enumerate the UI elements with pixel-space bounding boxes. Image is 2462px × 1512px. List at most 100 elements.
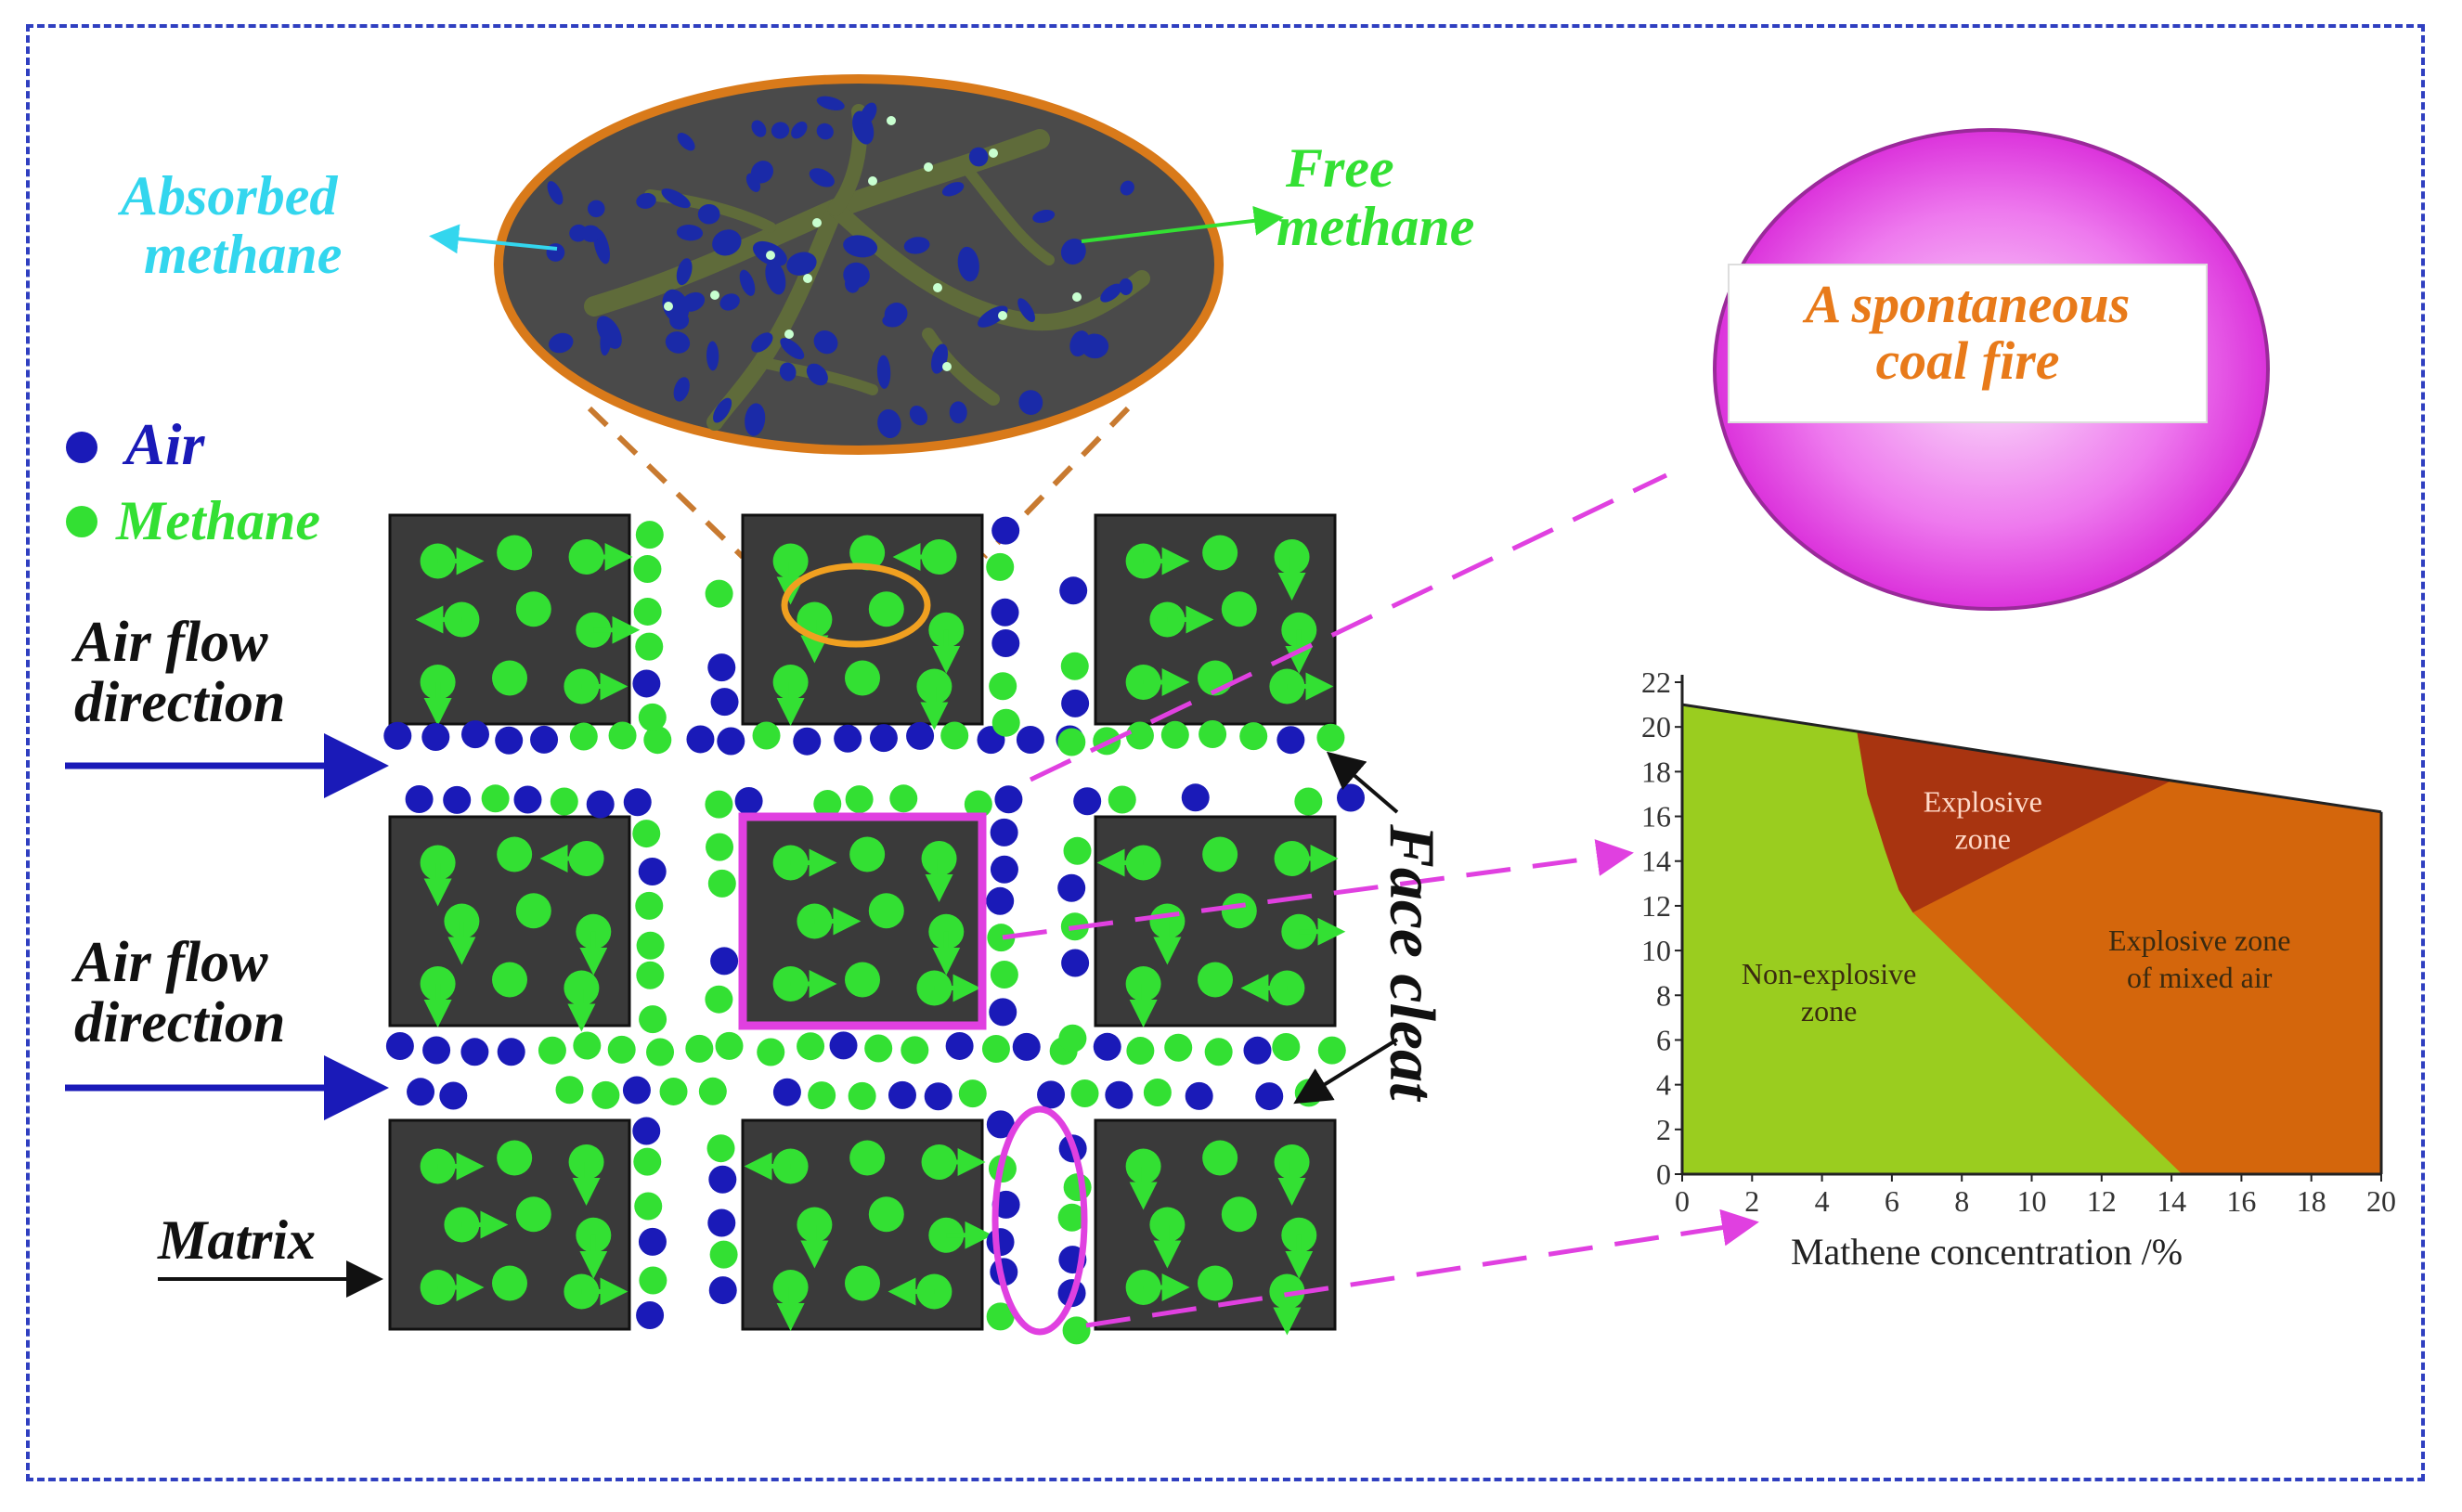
air-molecule <box>586 790 615 819</box>
methane-molecule <box>1126 1037 1155 1066</box>
methane-molecule <box>1294 787 1323 816</box>
legend-air-label: Air <box>125 411 205 477</box>
absorbed-arrow <box>429 224 558 254</box>
methane-molecule <box>1221 893 1257 929</box>
absorbed-methane-blob <box>739 269 756 296</box>
methane-molecule <box>1198 962 1233 998</box>
methane-molecule <box>659 1077 688 1105</box>
y-tick-label: 20 <box>1641 710 1671 743</box>
methane-molecule <box>940 721 969 750</box>
y-tick-label: 6 <box>1656 1023 1671 1056</box>
x-tick-label: 6 <box>1885 1184 1899 1218</box>
free-methane-dot <box>933 283 942 292</box>
methane-molecule <box>1202 836 1238 872</box>
absorbed-methane-blob <box>1018 390 1043 415</box>
methane-molecule <box>550 787 578 816</box>
air-molecule <box>1012 1032 1041 1061</box>
air-molecule <box>710 947 739 976</box>
region-label-line: of mixed air <box>2127 961 2273 994</box>
methane-molecule <box>1060 652 1089 680</box>
methane-molecule <box>986 1302 1015 1331</box>
air-molecule <box>513 785 542 814</box>
air-molecule <box>986 886 1015 915</box>
methane-molecule <box>607 1035 636 1064</box>
free-methane-dot <box>998 311 1007 320</box>
air-molecule <box>495 726 524 755</box>
methane-molecule <box>1063 836 1092 865</box>
methane-molecule <box>901 1036 929 1065</box>
methane-molecule <box>813 790 842 819</box>
air-molecule <box>1061 949 1090 977</box>
upper-boundary-line <box>1681 703 2382 814</box>
methane-molecule <box>707 869 736 898</box>
air-molecule <box>1093 1032 1121 1061</box>
methane-molecule <box>1058 1024 1087 1053</box>
absorbed-methane-blob <box>941 182 965 197</box>
x-tick-label: 14 <box>2157 1184 2186 1218</box>
absorbed-methane-blob <box>843 235 878 258</box>
leader-to-chart-lower <box>1085 1208 1759 1328</box>
methane-molecule <box>636 931 665 960</box>
air-molecule <box>1061 689 1090 717</box>
air-molecule <box>734 786 763 815</box>
methane-molecule <box>635 521 664 549</box>
methane-molecule <box>632 820 661 848</box>
air-molecule <box>990 818 1018 846</box>
air-molecule <box>1336 783 1365 812</box>
methane-molecule <box>515 591 551 627</box>
cleat-particles <box>383 516 1365 1345</box>
absorbed-methane-blob <box>547 181 564 205</box>
airflow2-line2: direction <box>74 991 286 1055</box>
methane-molecule <box>705 790 733 819</box>
methane-molecule <box>1316 723 1345 752</box>
absorbed-methane-blob <box>765 260 786 295</box>
absorbed-methane-blob <box>596 316 622 349</box>
methane-molecule <box>1160 720 1189 749</box>
absorbed-methane-blob <box>665 331 691 354</box>
absorbed-methane-blob <box>706 341 719 371</box>
air-molecule <box>924 1082 952 1111</box>
methane-molecule <box>1108 785 1136 814</box>
highlight-magenta-ellipse <box>991 1105 1088 1336</box>
air-molecule <box>991 516 1020 545</box>
air-molecule <box>906 721 935 750</box>
absorbed-methane-blob <box>1060 239 1086 265</box>
x-tick-label: 4 <box>1815 1184 1830 1218</box>
methane-molecule <box>1125 721 1154 750</box>
air-molecule <box>530 725 559 754</box>
absorbed-methane-blob <box>1120 180 1134 196</box>
absorbed-methane-blob <box>884 303 908 326</box>
x-tick-label: 16 <box>2226 1184 2256 1218</box>
methane-molecule <box>991 708 1020 737</box>
absorbed-methane-blob <box>813 330 838 355</box>
dashed-frame <box>26 24 2425 1481</box>
air-molecule <box>638 857 667 885</box>
air-molecule <box>945 1031 974 1060</box>
methane-molecule <box>990 961 1018 989</box>
air-molecule <box>989 998 1017 1027</box>
legend-methane-label: Methane <box>116 490 321 551</box>
y-tick-label: 10 <box>1641 934 1671 967</box>
air-molecule <box>994 785 1023 814</box>
absorbed-methane-blob <box>713 397 732 423</box>
absorbed-methane-blob <box>676 225 704 241</box>
region-label-line: Explosive zone <box>2108 924 2290 957</box>
methane-molecule <box>1199 720 1227 749</box>
air-molecule <box>869 724 898 753</box>
air-molecule <box>632 669 661 698</box>
region-label-line: Explosive <box>1924 785 2042 819</box>
air-molecule <box>1243 1036 1272 1065</box>
absorbed-line1: Absorbed <box>120 165 338 226</box>
absorbed-methane-blob <box>949 401 967 424</box>
air-molecule <box>385 1032 414 1061</box>
methane-molecule <box>685 1034 714 1063</box>
leader-to-chart <box>1002 839 1634 940</box>
methane-molecule <box>638 703 667 731</box>
region-label-line: zone <box>1801 994 1857 1027</box>
methane-molecule <box>864 1034 893 1063</box>
methane-molecule <box>709 1240 738 1269</box>
